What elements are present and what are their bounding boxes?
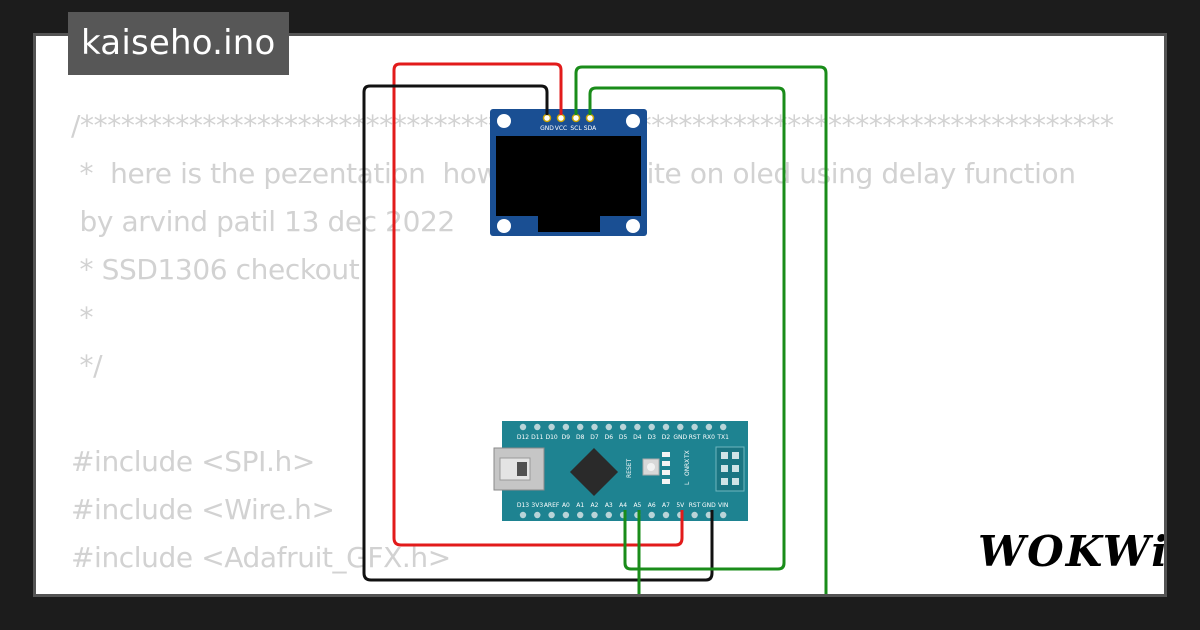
nano-pin-bottom-label: A1: [576, 502, 584, 509]
nano-pin-bottom-label: AREF: [544, 502, 560, 509]
oled-pin-label: GND: [540, 125, 554, 132]
oled-pin-sda[interactable]: [585, 113, 595, 123]
nano-pin-top-label: GND: [673, 434, 687, 441]
nano-pin-top[interactable]: [677, 423, 684, 431]
code-line: by arvind patil 13 dec 2022: [71, 205, 456, 238]
microcontroller-chip: [569, 447, 619, 497]
nano-pin-top-label: D11: [531, 434, 543, 441]
nano-pin-bottom-label: RST: [689, 502, 701, 509]
nano-pin-bottom[interactable]: [548, 511, 555, 519]
status-led: [662, 452, 670, 457]
status-led: [662, 461, 670, 466]
icsp-pin: [721, 478, 728, 485]
nano-pin-top-label: D10: [545, 434, 557, 441]
nano-pin-top-label: D5: [619, 434, 628, 441]
nano-pin-top[interactable]: [720, 423, 727, 431]
code-line: #include <Wire.h>: [71, 493, 335, 526]
nano-pin-bottom-label: A2: [591, 502, 599, 509]
nano-pin-bottom-label: A7: [662, 502, 670, 509]
nano-pin-top[interactable]: [548, 423, 555, 431]
nano-pin-top[interactable]: [619, 423, 627, 431]
nano-pin-bottom[interactable]: [534, 511, 541, 519]
nano-pin-top-label: D4: [633, 434, 642, 441]
status-led: [662, 479, 670, 484]
nano-pin-top[interactable]: [705, 423, 713, 431]
nano-pin-top[interactable]: [648, 423, 655, 431]
nano-pin-bottom-label: VIN: [718, 502, 728, 509]
oled-screen: [496, 136, 641, 216]
nano-pin-top[interactable]: [534, 423, 541, 431]
icsp-pin: [732, 465, 739, 472]
wires: [362, 62, 828, 594]
nano-pin-bottom-label: 5V: [676, 502, 685, 509]
nano-pin-bottom-label: D13: [517, 502, 529, 509]
nano-pin-bottom[interactable]: [591, 511, 598, 519]
nano-pin-top[interactable]: [562, 423, 570, 431]
code-line: */: [71, 349, 103, 382]
nano-pin-bottom[interactable]: [605, 511, 612, 519]
led-label: RX: [684, 459, 691, 467]
led-label: ON: [684, 467, 691, 476]
icsp-pin: [721, 465, 728, 472]
nano-pin-top-label: D2: [662, 434, 671, 441]
nano-pin-top[interactable]: [577, 423, 584, 431]
nano-pin-bottom-label: 3V3: [531, 502, 543, 509]
oled-pin-scl[interactable]: [571, 113, 581, 123]
nano-pin-top[interactable]: [605, 423, 612, 431]
project-title: kaiseho.ino: [68, 12, 289, 75]
nano-pin-top-label: D6: [605, 434, 614, 441]
led-label: L: [684, 481, 691, 485]
icsp-header: [715, 446, 745, 492]
reset-label: RESET: [626, 458, 633, 478]
code-line: #include <SPI.h>: [71, 445, 315, 478]
nano-pin-top-label: TX1: [716, 434, 729, 441]
nano-pin-top-label: D8: [576, 434, 585, 441]
nano-pin-bottom-label: A0: [562, 502, 570, 509]
nano-pin-top[interactable]: [691, 423, 698, 431]
nano-pin-bottom-label: A6: [648, 502, 656, 509]
nano-pin-top-label: RST: [689, 434, 701, 441]
wire-scl-green: [574, 65, 828, 594]
nano-pin-top-label: D9: [562, 434, 571, 441]
status-led: [662, 470, 670, 475]
icsp-pin: [721, 452, 728, 459]
nano-pin-bottom[interactable]: [720, 511, 727, 519]
nano-pin-bottom[interactable]: [662, 511, 670, 519]
icsp-pin: [732, 452, 739, 459]
nano-pin-bottom[interactable]: [562, 511, 570, 519]
oled-pin-gnd[interactable]: [542, 113, 552, 123]
nano-pin-top[interactable]: [591, 423, 598, 431]
code-line: * SSD1306 checkout: [71, 253, 360, 286]
wire-vcc-red: [392, 62, 684, 547]
nano-pin-bottom[interactable]: [691, 511, 698, 519]
nano-pin-top[interactable]: [519, 423, 527, 431]
nano-pin-top[interactable]: [662, 423, 670, 431]
oled-pin-label: VCC: [555, 125, 567, 132]
nano-pin-bottom-label: A5: [633, 502, 641, 509]
nano-pin-top[interactable]: [634, 423, 641, 431]
wire-gnd-black: [362, 84, 714, 582]
nano-pin-top-label: D12: [517, 434, 529, 441]
nano-pin-bottom-label: GND: [702, 502, 716, 509]
oled-pin-vcc[interactable]: [556, 113, 566, 123]
code-line: *: [71, 301, 94, 334]
nano-pin-bottom-label: A4: [619, 502, 627, 509]
nano-pin-bottom[interactable]: [577, 511, 584, 519]
nano-pin-top-label: D7: [590, 434, 599, 441]
icsp-pin: [732, 478, 739, 485]
wokwi-logo: WOKWi: [978, 527, 1169, 576]
oled-pin-label: SDA: [584, 125, 597, 132]
wire-sda-green: [588, 86, 786, 571]
nano-pin-bottom[interactable]: [519, 511, 527, 519]
nano-pin-bottom-label: A3: [605, 502, 613, 509]
nano-pin-top-label: D3: [647, 434, 656, 441]
led-label: TX: [684, 450, 691, 459]
oled-pin-label: SCL: [570, 125, 582, 132]
code-line: #include <Adafruit_SSD1306.h>: [71, 582, 1114, 594]
nano-pin-bottom[interactable]: [648, 511, 655, 519]
nano-pin-top-label: RX0: [703, 434, 715, 441]
